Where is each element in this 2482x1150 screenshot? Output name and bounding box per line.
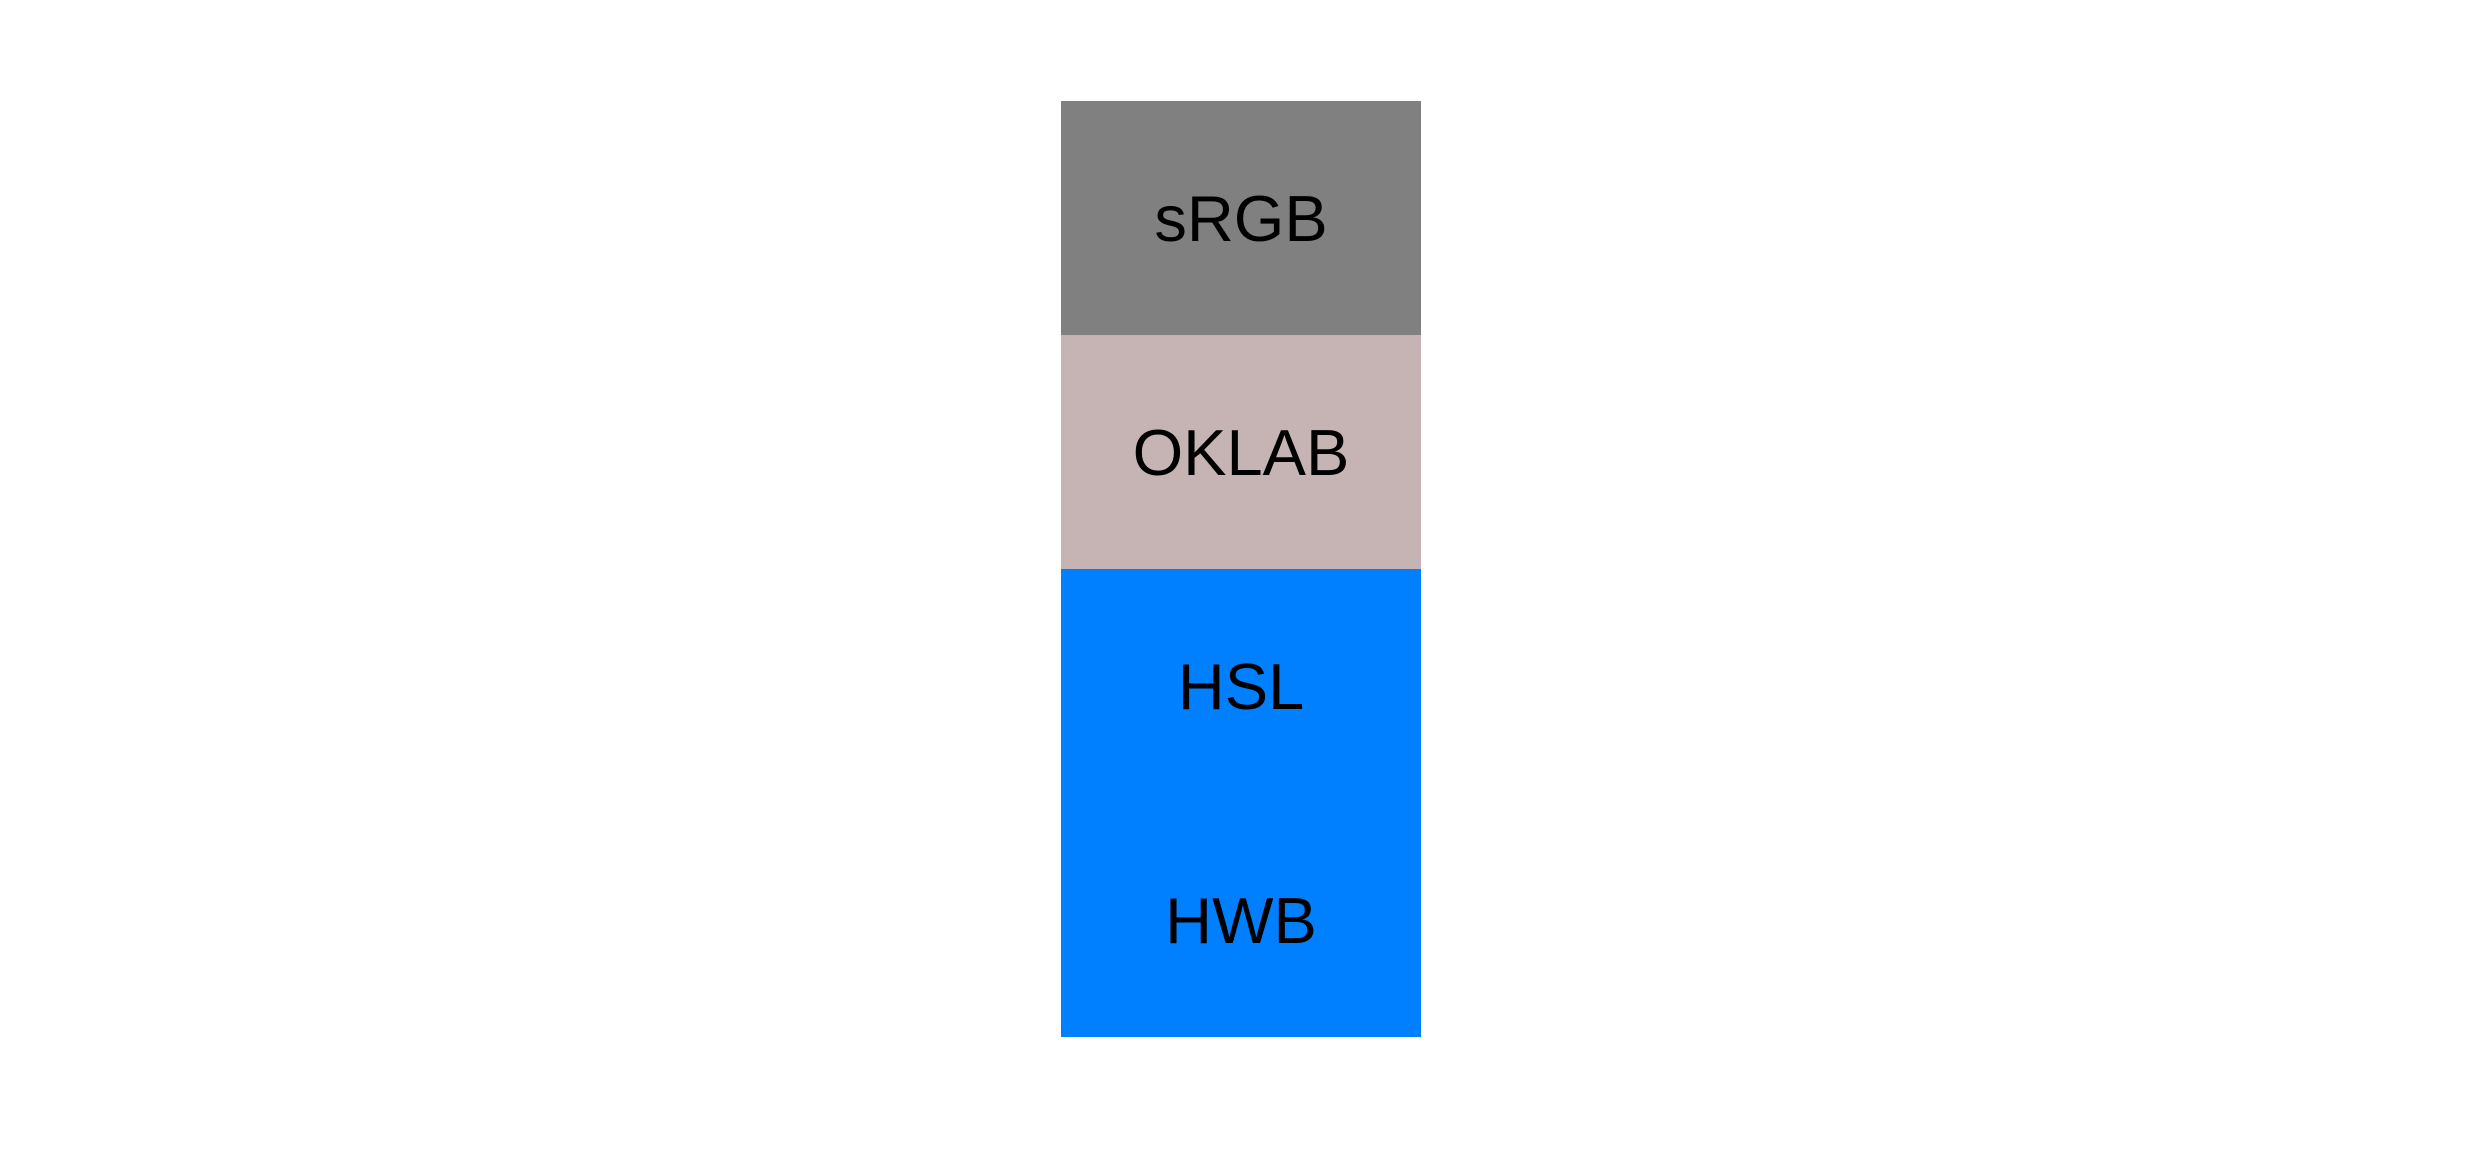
swatch-oklab-label: OKLAB xyxy=(1132,415,1350,489)
swatch-srgb-label: sRGB xyxy=(1154,181,1328,255)
color-space-swatch-column: sRGB OKLAB HSL HWB xyxy=(1061,101,1421,1037)
swatch-hwb: HWB xyxy=(1061,803,1421,1037)
swatch-hwb-label: HWB xyxy=(1165,883,1317,957)
swatch-oklab: OKLAB xyxy=(1061,335,1421,569)
swatch-hsl-label: HSL xyxy=(1177,649,1305,723)
swatch-srgb: sRGB xyxy=(1061,101,1421,335)
swatch-hsl: HSL xyxy=(1061,569,1421,803)
